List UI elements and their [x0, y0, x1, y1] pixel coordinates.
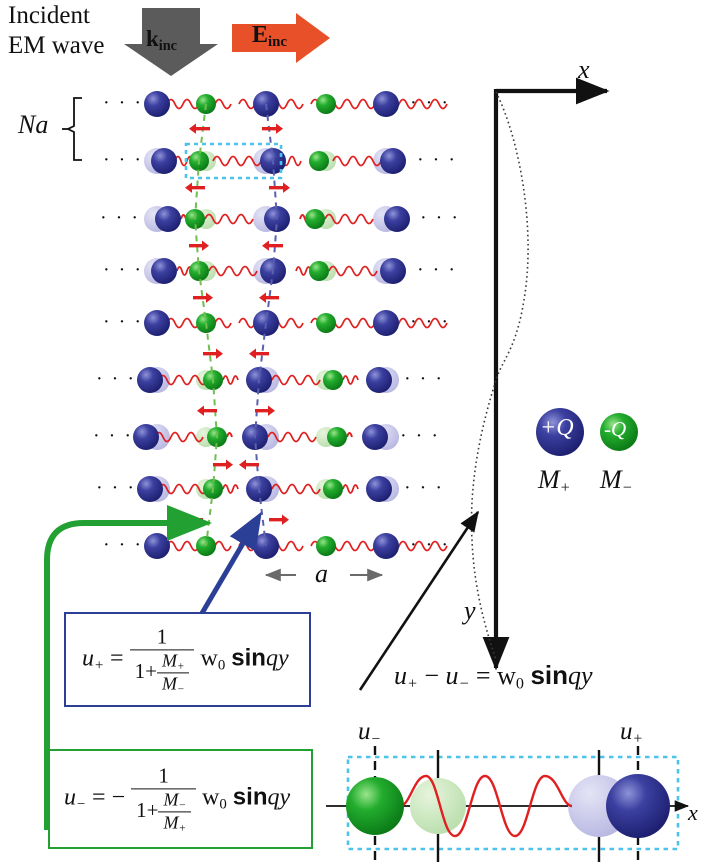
k-inc-label: kinc: [146, 26, 178, 54]
row-ellipsis-left: · · ·: [103, 311, 143, 333]
mass-positive-label: M+: [538, 465, 571, 497]
x-axis-label: x: [578, 55, 590, 84]
unit-cell-box: [184, 142, 283, 180]
lattice-constant-label: a: [315, 559, 328, 588]
inset-unit-cell-box: [346, 755, 680, 851]
equation-box-u-minus: u− = − 1 1+ M− M+ w0 sinqy: [48, 749, 313, 849]
na-label: Na: [18, 110, 49, 139]
lattice-row: [144, 148, 406, 174]
charge-legend: [536, 408, 638, 456]
row-ellipsis-right: · · ·: [410, 534, 450, 556]
equation-u-minus: u− = − 1 1+ M− M+ w0 sinqy: [64, 763, 291, 835]
row-ellipsis-right: · · ·: [400, 425, 440, 447]
blue-callout-arrow: [195, 511, 262, 622]
lattice-row: [144, 310, 448, 336]
incident-label-line1: Incident: [8, 2, 90, 29]
na-brace: [62, 97, 82, 161]
lattice-row: [144, 91, 448, 117]
lattice-row: [144, 206, 410, 232]
charge-positive-label: +Q: [540, 415, 574, 441]
row-ellipsis-right: · · ·: [404, 368, 444, 390]
springs: [158, 374, 359, 386]
e-inc-label: Einc: [252, 22, 288, 51]
row-ellipsis-left: · · ·: [103, 92, 143, 114]
lattice-row: [144, 533, 448, 559]
row-ellipsis-right: · · ·: [417, 149, 457, 171]
springs: [176, 265, 378, 277]
row-ellipsis-left: · · ·: [103, 534, 143, 556]
equation-box-u-plus: u+ = 1 1+ M+ M− w0 sinqy: [64, 612, 311, 707]
y-axis-label: y: [464, 596, 476, 625]
row-ellipsis-left: · · ·: [100, 207, 140, 229]
equation-u-plus: u+ = 1 1+ M+ M− w0 sinqy: [82, 623, 289, 696]
row-ellipsis-left: · · ·: [103, 259, 143, 281]
inset-u-plus-label: u+: [620, 718, 643, 748]
e-inc-arrow: [232, 13, 330, 63]
row-ellipsis-right: · · ·: [420, 207, 460, 229]
k-inc-arrow: [124, 8, 218, 76]
envelope-callout-arrow: [358, 510, 480, 691]
inset-panel: [326, 746, 690, 866]
equation-difference: u+ − u− = w0 sinqy: [394, 660, 593, 693]
row-ellipsis-right: · · ·: [404, 477, 444, 499]
mass-negative-label: M−: [600, 465, 633, 497]
springs: [158, 483, 359, 495]
inset-u-minus-label: u−: [358, 718, 381, 748]
lattice-row: [137, 476, 399, 502]
charge-negative-label: -Q: [604, 417, 627, 441]
inset-spring: [399, 774, 573, 838]
displacement-envelope: [470, 91, 529, 661]
green-callout-arrow: [44, 505, 212, 830]
lattice-row: [137, 367, 399, 393]
coordinate-axes: [482, 77, 610, 671]
row-ellipsis-left: · · ·: [96, 368, 136, 390]
lattice-row: [144, 258, 406, 284]
lattice-row: [133, 424, 399, 450]
springs: [154, 431, 353, 443]
row-ellipsis-left: · · ·: [96, 477, 136, 499]
row-ellipsis-left: · · ·: [93, 425, 133, 447]
green-displacement-guide: [193, 103, 219, 547]
row-ellipsis-right: · · ·: [410, 92, 450, 114]
blue-displacement-guide: [253, 103, 279, 547]
row-ellipsis-right: · · ·: [417, 259, 457, 281]
lattice: [133, 91, 448, 559]
incident-label-line2: EM wave: [8, 32, 105, 59]
row-ellipsis-left: · · ·: [103, 149, 143, 171]
inset-x-label: x: [688, 800, 698, 825]
row-ellipsis-right: · · ·: [410, 311, 450, 333]
